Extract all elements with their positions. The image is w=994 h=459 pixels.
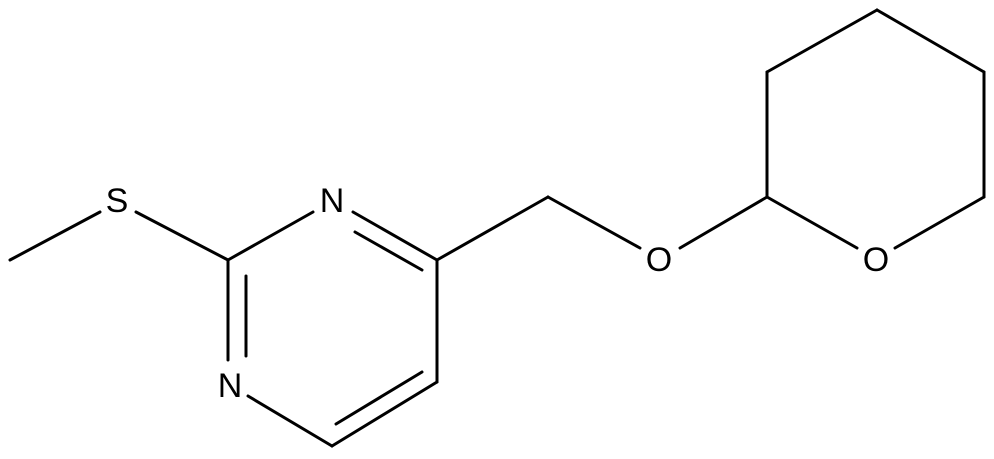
bond-c5-c6-inner <box>334 370 424 426</box>
bond-thp-o-c2 <box>765 195 859 250</box>
atom-label-oxygen-ether: O <box>646 241 672 279</box>
bond-thp-c4-c5 <box>875 8 986 74</box>
bond-c4-ch2 <box>435 195 550 262</box>
bond-c6-n3 <box>246 394 334 448</box>
bond-c2-n1 <box>226 210 315 262</box>
atom-label-nitrogen-bottom: N <box>218 367 243 405</box>
bond-c5-c6 <box>330 380 439 448</box>
bond-methyl-s <box>8 210 102 262</box>
bond-thp-c6-o <box>893 195 986 250</box>
atom-label-sulfur: S <box>106 182 129 220</box>
atom-label-nitrogen-top: N <box>320 182 345 220</box>
bond-n1-c4-inner <box>353 230 424 272</box>
bond-thp-c3-c4 <box>765 8 879 74</box>
bond-ch2-o <box>546 195 642 250</box>
atom-label-oxygen-ring: O <box>863 241 889 279</box>
bond-n1-c4 <box>351 210 439 262</box>
bond-o-c2prime <box>678 195 769 250</box>
bond-s-c2 <box>134 210 230 262</box>
